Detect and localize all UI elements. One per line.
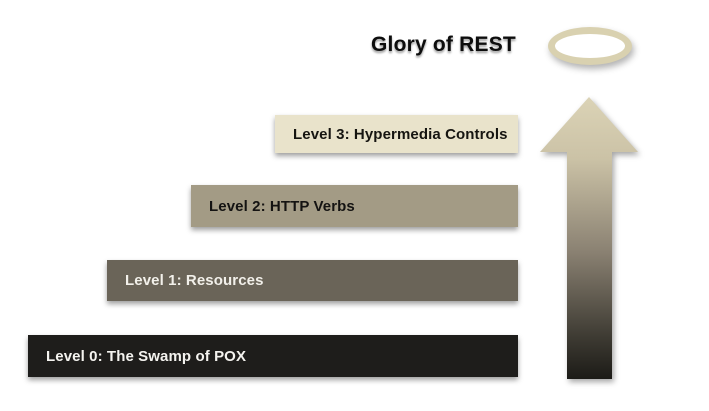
level-2-label: Level 2: HTTP Verbs <box>209 197 355 215</box>
level-0-label: Level 0: The Swamp of POX <box>46 347 247 365</box>
diagram-title: Glory of REST <box>371 33 516 56</box>
level-1-label: Level 1: Resources <box>125 272 264 289</box>
level-2-bar: Level 2: HTTP Verbs <box>191 185 518 227</box>
halo-ring-icon <box>548 27 632 65</box>
level-1-bar: Level 1: Resources <box>107 260 518 301</box>
up-arrow-icon <box>540 97 638 379</box>
level-3-bar: Level 3: Hypermedia Controls <box>275 115 518 153</box>
level-3-label: Level 3: Hypermedia Controls <box>293 125 508 143</box>
level-0-bar: Level 0: The Swamp of POX <box>28 335 518 377</box>
